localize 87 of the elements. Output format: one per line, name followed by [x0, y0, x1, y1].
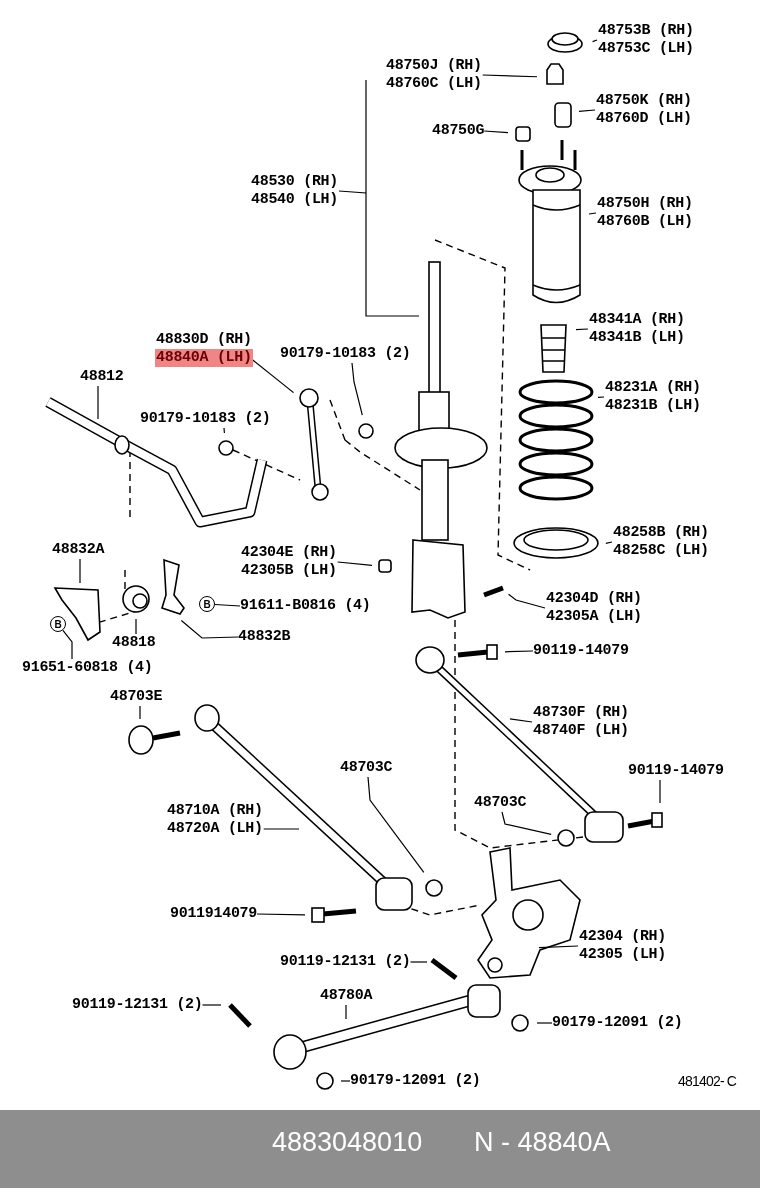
leader-line	[482, 74, 538, 78]
leader-line	[605, 541, 613, 545]
leader-line	[507, 593, 546, 609]
part-number: 48258C (LH)	[612, 542, 710, 560]
leader-line	[501, 811, 552, 836]
leader-line	[578, 109, 596, 112]
part-number: 91611-B0816 (4)	[240, 597, 371, 615]
part-number: 42304D (RH)	[545, 590, 643, 608]
part-number: 48530 (RH)	[250, 173, 339, 191]
leader-line	[252, 359, 295, 394]
part-number: 48750J (RH)	[385, 57, 483, 75]
part-number: 48832A	[52, 541, 105, 559]
part-number: 90179-12091 (2)	[350, 1072, 481, 1090]
part-number: 48753C (LH)	[597, 40, 695, 58]
part-number: 90179-10183 (2)	[140, 410, 271, 428]
leader-line	[263, 828, 300, 830]
part-number: 48832B	[238, 628, 291, 646]
part-number: 42305 (LH)	[578, 946, 667, 964]
part-number: 48258B (RH)	[612, 524, 710, 542]
leader-line	[504, 650, 534, 653]
part-number: 48740F (LH)	[532, 722, 630, 740]
leader-line	[509, 718, 533, 723]
part-number: 90119-12131 (2)	[72, 996, 203, 1014]
leader-line	[135, 618, 137, 635]
leader-line	[223, 427, 225, 434]
part-number: 48231A (RH)	[604, 379, 702, 397]
part-number: 48760D (LH)	[595, 110, 693, 128]
part-number: 9011914079	[170, 905, 257, 923]
leader-line	[337, 561, 373, 566]
part-number: 48703C	[474, 794, 527, 812]
leader-line	[483, 130, 509, 134]
part-number: 48750G	[432, 122, 485, 140]
part-number: 48703E	[110, 688, 163, 706]
part-number: 42305B (LH)	[240, 562, 338, 580]
leader-line	[340, 1080, 351, 1082]
part-number: 48750K (RH)	[595, 92, 693, 110]
leader-line	[62, 629, 73, 660]
part-number: 48760B (LH)	[596, 213, 694, 231]
leader-line	[97, 385, 99, 420]
part-number: 90119-12131 (2)	[280, 953, 411, 971]
leader-line	[536, 1022, 553, 1024]
leader-line	[139, 705, 141, 720]
leader-line	[588, 212, 597, 215]
leader-line	[345, 1004, 347, 1020]
part-number: 48730F (RH)	[532, 704, 630, 722]
part-number: 48231B (LH)	[604, 397, 702, 415]
drawing-code: 481402- C	[678, 1073, 737, 1089]
part-number: 48341B (LH)	[588, 329, 686, 347]
part-number: 91651-60818 (4)	[22, 659, 153, 677]
leader-line	[575, 328, 589, 331]
part-number: 90119-14079	[533, 642, 629, 660]
part-number: 90179-10183 (2)	[280, 345, 411, 363]
part-number-text: 4883048010	[272, 1127, 423, 1158]
leader-line	[180, 619, 239, 639]
highlighted-part-number: 48840A (LH)	[155, 349, 253, 367]
leader-line	[201, 1004, 222, 1006]
part-number: 48710A (RH)	[166, 802, 264, 820]
leader-line	[79, 558, 81, 584]
part-number: 42304 (RH)	[578, 928, 667, 946]
part-number: 48341A (RH)	[588, 311, 686, 329]
leader-line	[214, 603, 241, 607]
leader-line	[367, 776, 425, 873]
part-number: 48760C (LH)	[385, 75, 483, 93]
circled-letter: B	[199, 596, 215, 612]
leader-line	[409, 961, 428, 963]
leader-line	[351, 362, 363, 416]
circled-letter: B	[50, 616, 66, 632]
part-number: 48540 (LH)	[250, 191, 339, 209]
part-number: 48753B (RH)	[597, 22, 695, 40]
part-number-text: N - 48840A	[474, 1127, 611, 1158]
part-number: 42305A (LH)	[545, 608, 643, 626]
leader-line	[592, 39, 598, 43]
part-number: 42304E (RH)	[240, 544, 338, 562]
part-number: 48812	[80, 368, 124, 386]
leader-line	[597, 396, 605, 399]
part-number: 90119-14079	[628, 762, 724, 780]
part-number: 48720A (LH)	[166, 820, 264, 838]
part-number: 48830D (RH)	[155, 331, 253, 349]
part-number: 90179-12091 (2)	[552, 1014, 683, 1032]
part-number: 48703C	[340, 759, 393, 777]
leader-line	[538, 945, 579, 949]
part-number: 48818	[112, 634, 156, 652]
part-number: 48780A	[320, 987, 373, 1005]
leader-line	[338, 79, 420, 317]
leader-line	[659, 779, 661, 804]
leader-line	[256, 913, 306, 916]
part-number: 48750H (RH)	[596, 195, 694, 213]
